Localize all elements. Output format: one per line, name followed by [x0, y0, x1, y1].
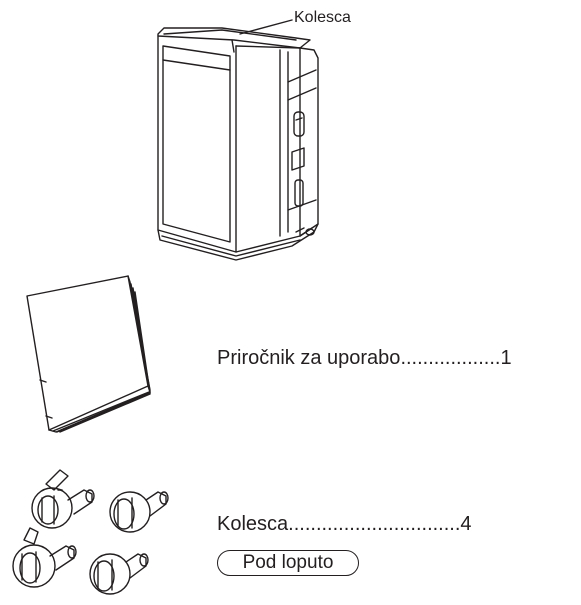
- item-quantity: 1: [500, 347, 512, 369]
- caster-illustration: [31, 469, 95, 529]
- caster-illustration: [89, 553, 149, 595]
- item-row-casters: Kolesca...............................4: [217, 512, 472, 536]
- item-leader-dots: ..................: [400, 347, 501, 369]
- callout-leader-line: [239, 19, 293, 35]
- location-note-badge: Pod loputo: [217, 550, 359, 576]
- air-purifier-illustration: [157, 19, 319, 261]
- callout-label: Kolesca: [294, 9, 351, 26]
- manual-booklet-illustration: [26, 275, 151, 433]
- caster-illustration: [109, 491, 169, 533]
- item-leader-dots: ...............................: [288, 513, 461, 535]
- caster-illustration: [12, 527, 77, 588]
- casters-illustration: [12, 469, 169, 595]
- item-name: Priročnik za uporabo: [217, 347, 401, 369]
- item-name: Kolesca: [217, 513, 289, 535]
- item-quantity: 4: [460, 513, 472, 535]
- item-row-manual: Priročnik za uporabo..................1: [217, 346, 512, 370]
